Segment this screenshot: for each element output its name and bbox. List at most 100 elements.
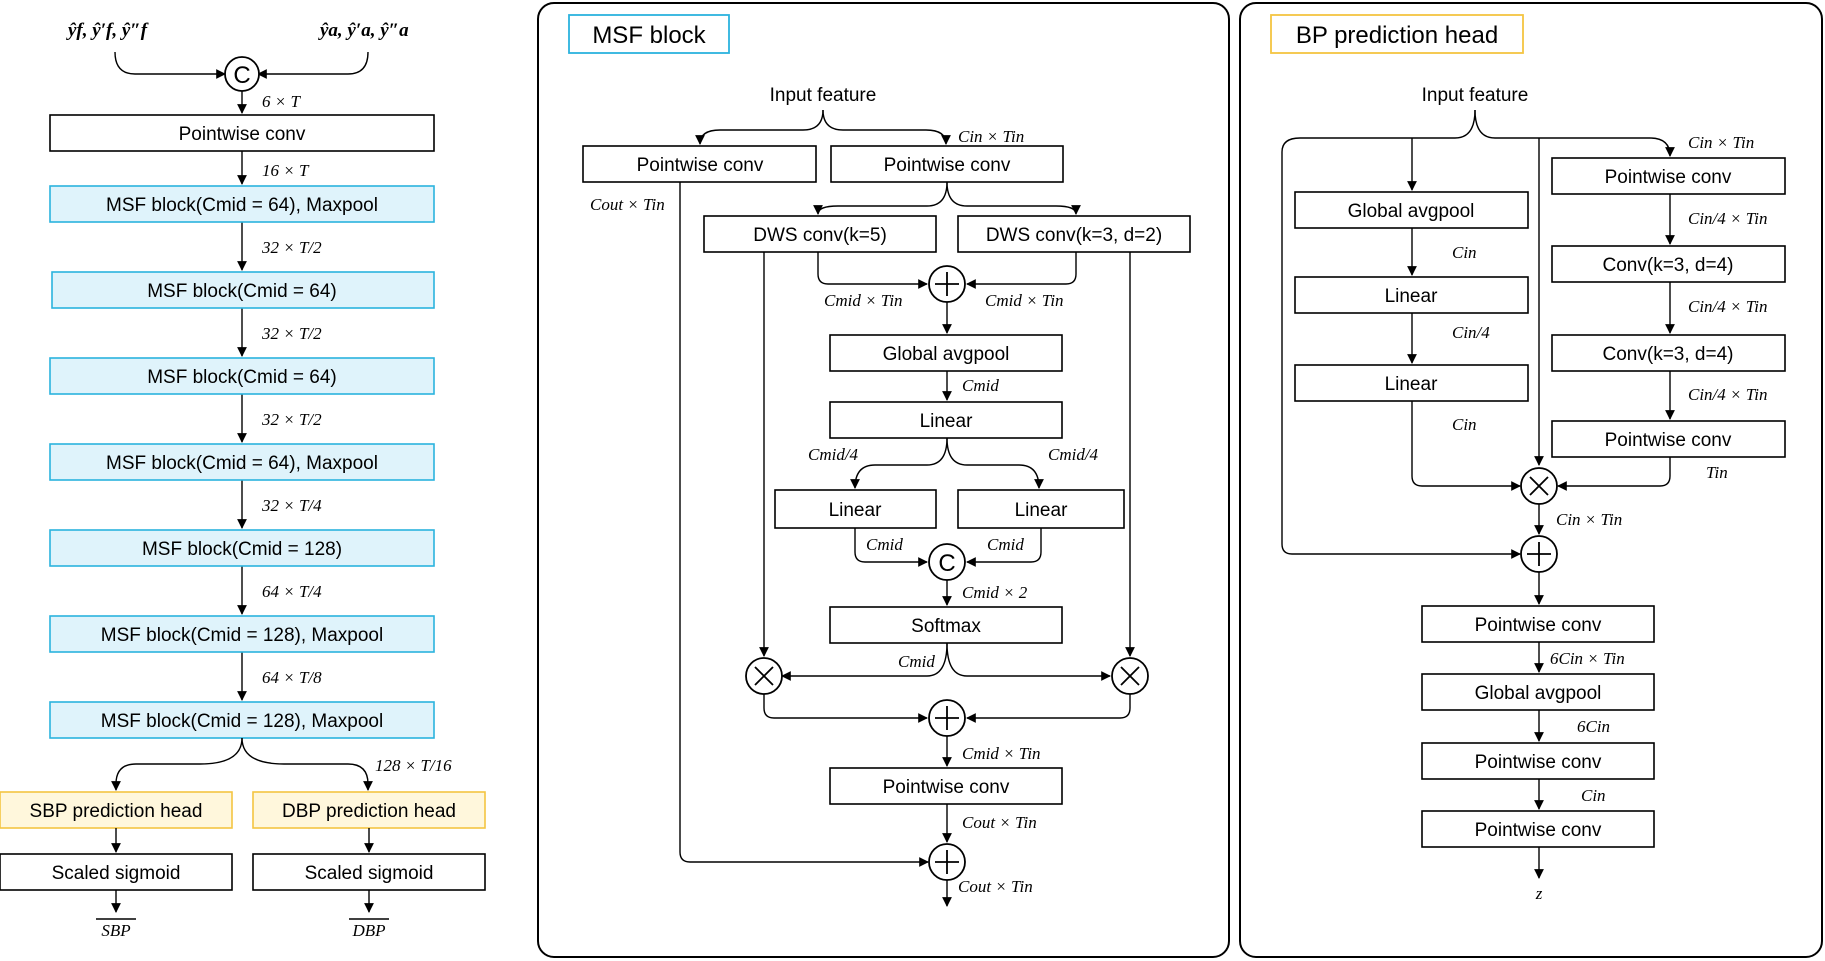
block-label: MSF block(Cmid = 128), Maxpool <box>101 711 383 732</box>
concat-symbol: C <box>938 550 955 577</box>
pointwise-conv-block <box>49 114 435 152</box>
softmax <box>829 606 1063 644</box>
global-avgpool-2 <box>1421 673 1655 711</box>
msf-input-label: Input feature <box>770 85 877 106</box>
block-label: Pointwise conv <box>1475 752 1602 773</box>
pointwise-conv-3 <box>1421 605 1655 643</box>
arrow-input-right <box>257 51 369 79</box>
block-label: MSF block(Cmid = 64), Maxpool <box>106 453 378 474</box>
dim-label: Cmid/4 <box>1048 445 1099 464</box>
msf-block <box>51 271 435 309</box>
dws-conv-k3-d2 <box>957 215 1191 253</box>
arrow-mul-right-to-add <box>966 694 1131 723</box>
arrow-mul-left-to-add <box>763 694 928 723</box>
arrow-to-linear-right <box>946 437 1044 489</box>
plus-icon <box>1527 542 1551 566</box>
input-left-label: ŷf, ŷ′f, ŷ″f <box>66 20 149 41</box>
block-label: Linear <box>1385 286 1438 307</box>
output-z: z <box>1535 884 1543 903</box>
dbp-prediction-head <box>252 791 486 829</box>
linear-right <box>957 489 1125 529</box>
input-right-label: ŷa, ŷ′a, ŷ″a <box>318 20 409 41</box>
dim-label: 128 × T/16 <box>375 756 452 775</box>
linear <box>829 401 1063 439</box>
msf-block <box>49 529 435 567</box>
block-label: Global avgpool <box>1475 683 1602 704</box>
arrow-linear-2-to-multiply <box>1411 401 1521 491</box>
arrow-dws2-to-add <box>966 252 1077 289</box>
block-label: MSF block(Cmid = 128) <box>142 539 342 560</box>
arrow-linear-right-to-concat <box>966 528 1042 567</box>
block-label: Pointwise conv <box>1475 820 1602 841</box>
dim-label: Cout × Tin <box>958 877 1033 896</box>
dim-label: Cin <box>1581 786 1606 805</box>
block-label: Linear <box>920 411 973 432</box>
multiply-icon <box>1120 666 1140 686</box>
dim-label: Cmid × Tin <box>962 744 1041 763</box>
pointwise-conv-2 <box>830 145 1064 183</box>
block-label: Conv(k=3, d=4) <box>1603 344 1734 365</box>
arrow-input-to-pw2 <box>822 109 951 145</box>
block-label: DWS conv(k=5) <box>753 225 887 246</box>
linear-left <box>774 489 937 529</box>
scaled-sigmoid-sbp <box>0 853 233 891</box>
dim-label: 6Cin × Tin <box>1550 649 1625 668</box>
plus-icon <box>935 272 959 296</box>
arrow-input-left <box>114 51 226 79</box>
multiply-icon <box>1529 476 1549 496</box>
arrow-input-to-pw1 <box>695 109 824 145</box>
arrow-input-to-pw1 <box>1474 109 1675 157</box>
arrow-to-dws1 <box>813 181 948 215</box>
dim-label: Cmid <box>898 652 935 671</box>
dim-label: 6 × T <box>262 92 301 111</box>
dim-label: 32 × T/4 <box>261 496 322 515</box>
dim-label: Cin × Tin <box>1688 133 1754 152</box>
sigmoid-label: Scaled sigmoid <box>52 863 181 884</box>
block-label: Conv(k=3, d=4) <box>1603 255 1734 276</box>
conv-1 <box>1551 245 1786 283</box>
block-label: MSF block(Cmid = 64), Maxpool <box>106 195 378 216</box>
sigmoid-label: Scaled sigmoid <box>305 863 434 884</box>
block-label: Pointwise conv <box>637 155 764 176</box>
msf-block <box>49 185 435 223</box>
sbp-output: SBP <box>101 921 130 940</box>
msf-block <box>49 357 435 395</box>
dim-label: Cin/4 <box>1452 323 1490 342</box>
dws-conv-k5 <box>703 215 937 253</box>
block-label: Global avgpool <box>883 344 1010 365</box>
arrow-linear-left-to-concat <box>854 528 928 567</box>
msf-block-panel: MSF block Input feature Cin × Tin Pointw… <box>537 2 1230 958</box>
block-label: Pointwise conv <box>884 155 1011 176</box>
multiply-icon <box>754 666 774 686</box>
residual-path <box>1281 152 1521 559</box>
block-label: MSF block(Cmid = 64) <box>147 367 337 388</box>
dim-label: 64 × T/4 <box>262 582 322 601</box>
dim-label: Cmid/4 <box>808 445 859 464</box>
dim-label: 16 × T <box>262 161 310 180</box>
concat-symbol: C <box>233 62 250 89</box>
linear-1 <box>1294 276 1529 314</box>
overall-network: ŷf, ŷ′f, ŷ″f ŷa, ŷ′a, ŷ″a C 6 × T 16 × T… <box>0 20 486 940</box>
msf-block <box>49 701 435 739</box>
bp-input-label: Input feature <box>1422 85 1529 106</box>
msf-title-box <box>568 14 730 54</box>
msf-title: MSF block <box>592 22 706 49</box>
conv-2 <box>1551 334 1786 372</box>
block-label: Pointwise conv <box>179 124 306 145</box>
dim-label: Cin/4 × Tin <box>1688 385 1768 404</box>
block-label: Global avgpool <box>1348 201 1475 222</box>
dim-label: 32 × T/2 <box>261 410 322 429</box>
msf-block <box>49 443 435 481</box>
pointwise-conv-5 <box>1421 810 1655 848</box>
global-avgpool <box>829 334 1063 372</box>
dim-label: Cin × Tin <box>1556 510 1622 529</box>
plus-icon <box>935 706 959 730</box>
pointwise-conv-3 <box>829 767 1063 805</box>
block-label: Linear <box>1015 500 1068 521</box>
arrow-to-dws2 <box>946 181 1081 215</box>
block-label: MSF block(Cmid = 128), Maxpool <box>101 625 383 646</box>
plus-icon <box>935 850 959 874</box>
pointwise-conv-2 <box>1551 420 1786 458</box>
block-label: Linear <box>1385 374 1438 395</box>
